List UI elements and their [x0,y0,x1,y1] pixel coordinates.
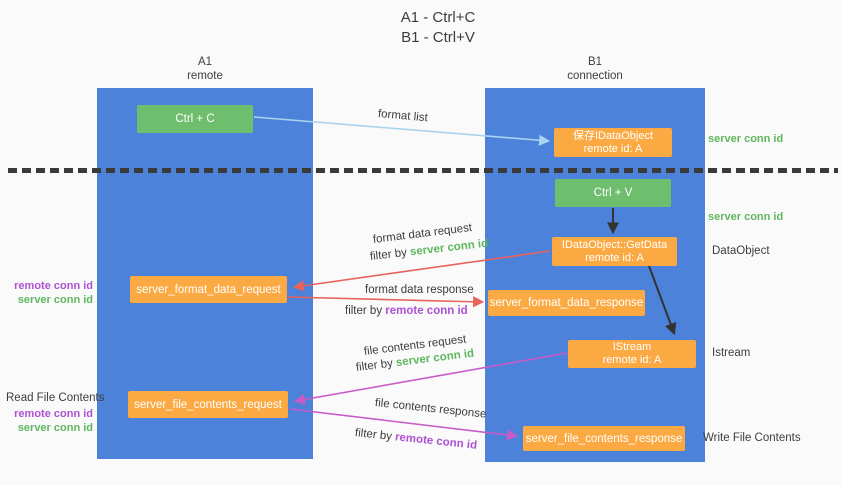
filter-by-text: filter by [369,246,411,263]
istream-node: IStream remote id: A [568,340,696,368]
dataobject-label: DataObject [712,245,770,257]
filter-by-text: filter by [355,357,397,374]
file-contents-response-filter-label: filter by remote conn id [354,427,477,452]
idataobject-getdata-node: IDataObject::GetData remote id: A [552,237,677,266]
istream-side-label: Istream [712,347,751,359]
server-file-contents-response-node: server_file_contents_response [523,426,685,451]
server-conn-id-label-top: server conn id [708,133,784,145]
ctrl-v-node: Ctrl + V [555,179,671,207]
save-idataobject-node: 保存IDataObject remote id: A [554,128,672,157]
remote-conn-id-text: remote conn id [385,305,468,317]
lifeline-a1-name: A1 [197,56,213,68]
title-line-ctrl-v: B1 - Ctrl+V [401,29,475,46]
idataobject-getdata-label: IDataObject::GetData [561,238,668,251]
lifeline-header-a1: A1 remote [155,55,255,83]
filter-by-text: filter by [354,427,396,444]
server-format-data-request-node: server_format_data_request [130,276,287,303]
format-data-response-filter-label: filter by remote conn id [345,305,468,317]
server-conn-id-label: server conn id [17,422,93,434]
idataobject-getdata-remote-id: remote id: A [585,251,644,264]
remote-conn-id-label: remote conn id [14,280,93,292]
file-contents-response-label: file contents response [374,397,487,421]
filter-by-text: filter by [345,305,386,317]
write-file-contents-label: Write File Contents [703,432,801,444]
left-conn-id-labels-top: remote conn id server conn id [5,279,93,307]
title-line-ctrl-c: A1 - Ctrl+C [400,9,476,26]
lifeline-header-b1: B1 connection [545,55,645,83]
lifeline-b1-role: connection [567,70,623,82]
server-conn-id-label-mid: server conn id [708,211,784,223]
server-file-contents-request-node: server_file_contents_request [128,391,288,418]
istream-label: IStream [612,341,652,353]
istream-remote-id: remote id: A [602,354,662,366]
diagram-title: A1 - Ctrl+C B1 - Ctrl+V [338,8,538,48]
format-list-label: format list [377,108,429,125]
lifeline-b1-name: B1 [587,56,603,68]
server-format-data-response-node: server_format_data_response [488,290,645,316]
save-idataobject-label: 保存IDataObject [572,129,654,142]
format-data-response-arrow [287,296,485,308]
remote-conn-id-label: remote conn id [14,408,93,420]
server-conn-id-label: server conn id [17,294,93,306]
machine-boundary-dotted-line [8,168,838,173]
left-conn-id-labels-bottom: remote conn id server conn id [5,407,93,435]
lifeline-a1-role: remote [187,70,223,82]
save-idataobject-remote-id: remote id: A [583,142,643,155]
server-conn-id-text: server conn id [409,237,489,259]
format-data-response-label: format data response [365,284,474,296]
ctrl-c-node: Ctrl + C [137,105,253,133]
read-file-contents-label: Read File Contents [6,392,105,404]
remote-conn-id-text: remote conn id [394,431,478,452]
